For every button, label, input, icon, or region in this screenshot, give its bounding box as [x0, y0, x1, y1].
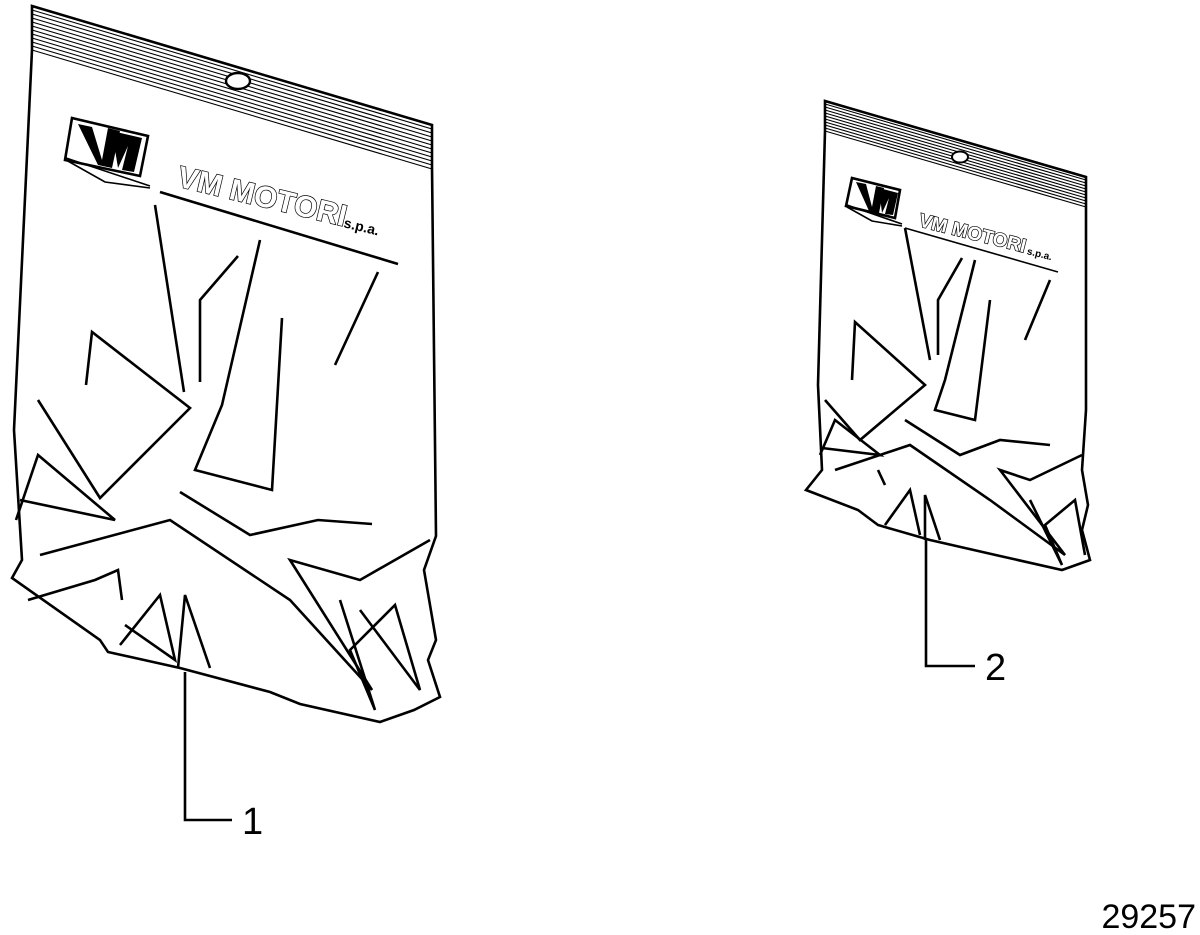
bag-outline-2 — [803, 99, 1092, 572]
brand-name-2: VM MOTORI — [917, 210, 1028, 257]
bag-outline-1 — [10, 4, 442, 724]
callout-number-1: 1 — [242, 801, 263, 843]
hang-hole-1 — [224, 71, 252, 91]
figure-number: 29257 — [1101, 898, 1196, 935]
brand-suffix-1: s.p.a. — [342, 214, 381, 238]
parts-bag-2: VM VM MOTORI s.p.a. — [803, 99, 1092, 572]
fold-lines-1 — [14, 204, 431, 711]
vm-logo-2: VM — [844, 176, 903, 227]
callout-1: 1 — [183, 672, 263, 843]
vm-logo-1: VM — [63, 116, 151, 189]
fold-lines-2 — [818, 227, 1087, 566]
callout-number-2: 2 — [985, 647, 1006, 689]
hang-hole-2 — [951, 150, 969, 164]
parts-bag-1: VM VM MOTORI s.p.a. — [10, 4, 442, 724]
brand-suffix-2: s.p.a. — [1026, 246, 1054, 263]
callout-2: 2 — [924, 540, 1006, 689]
